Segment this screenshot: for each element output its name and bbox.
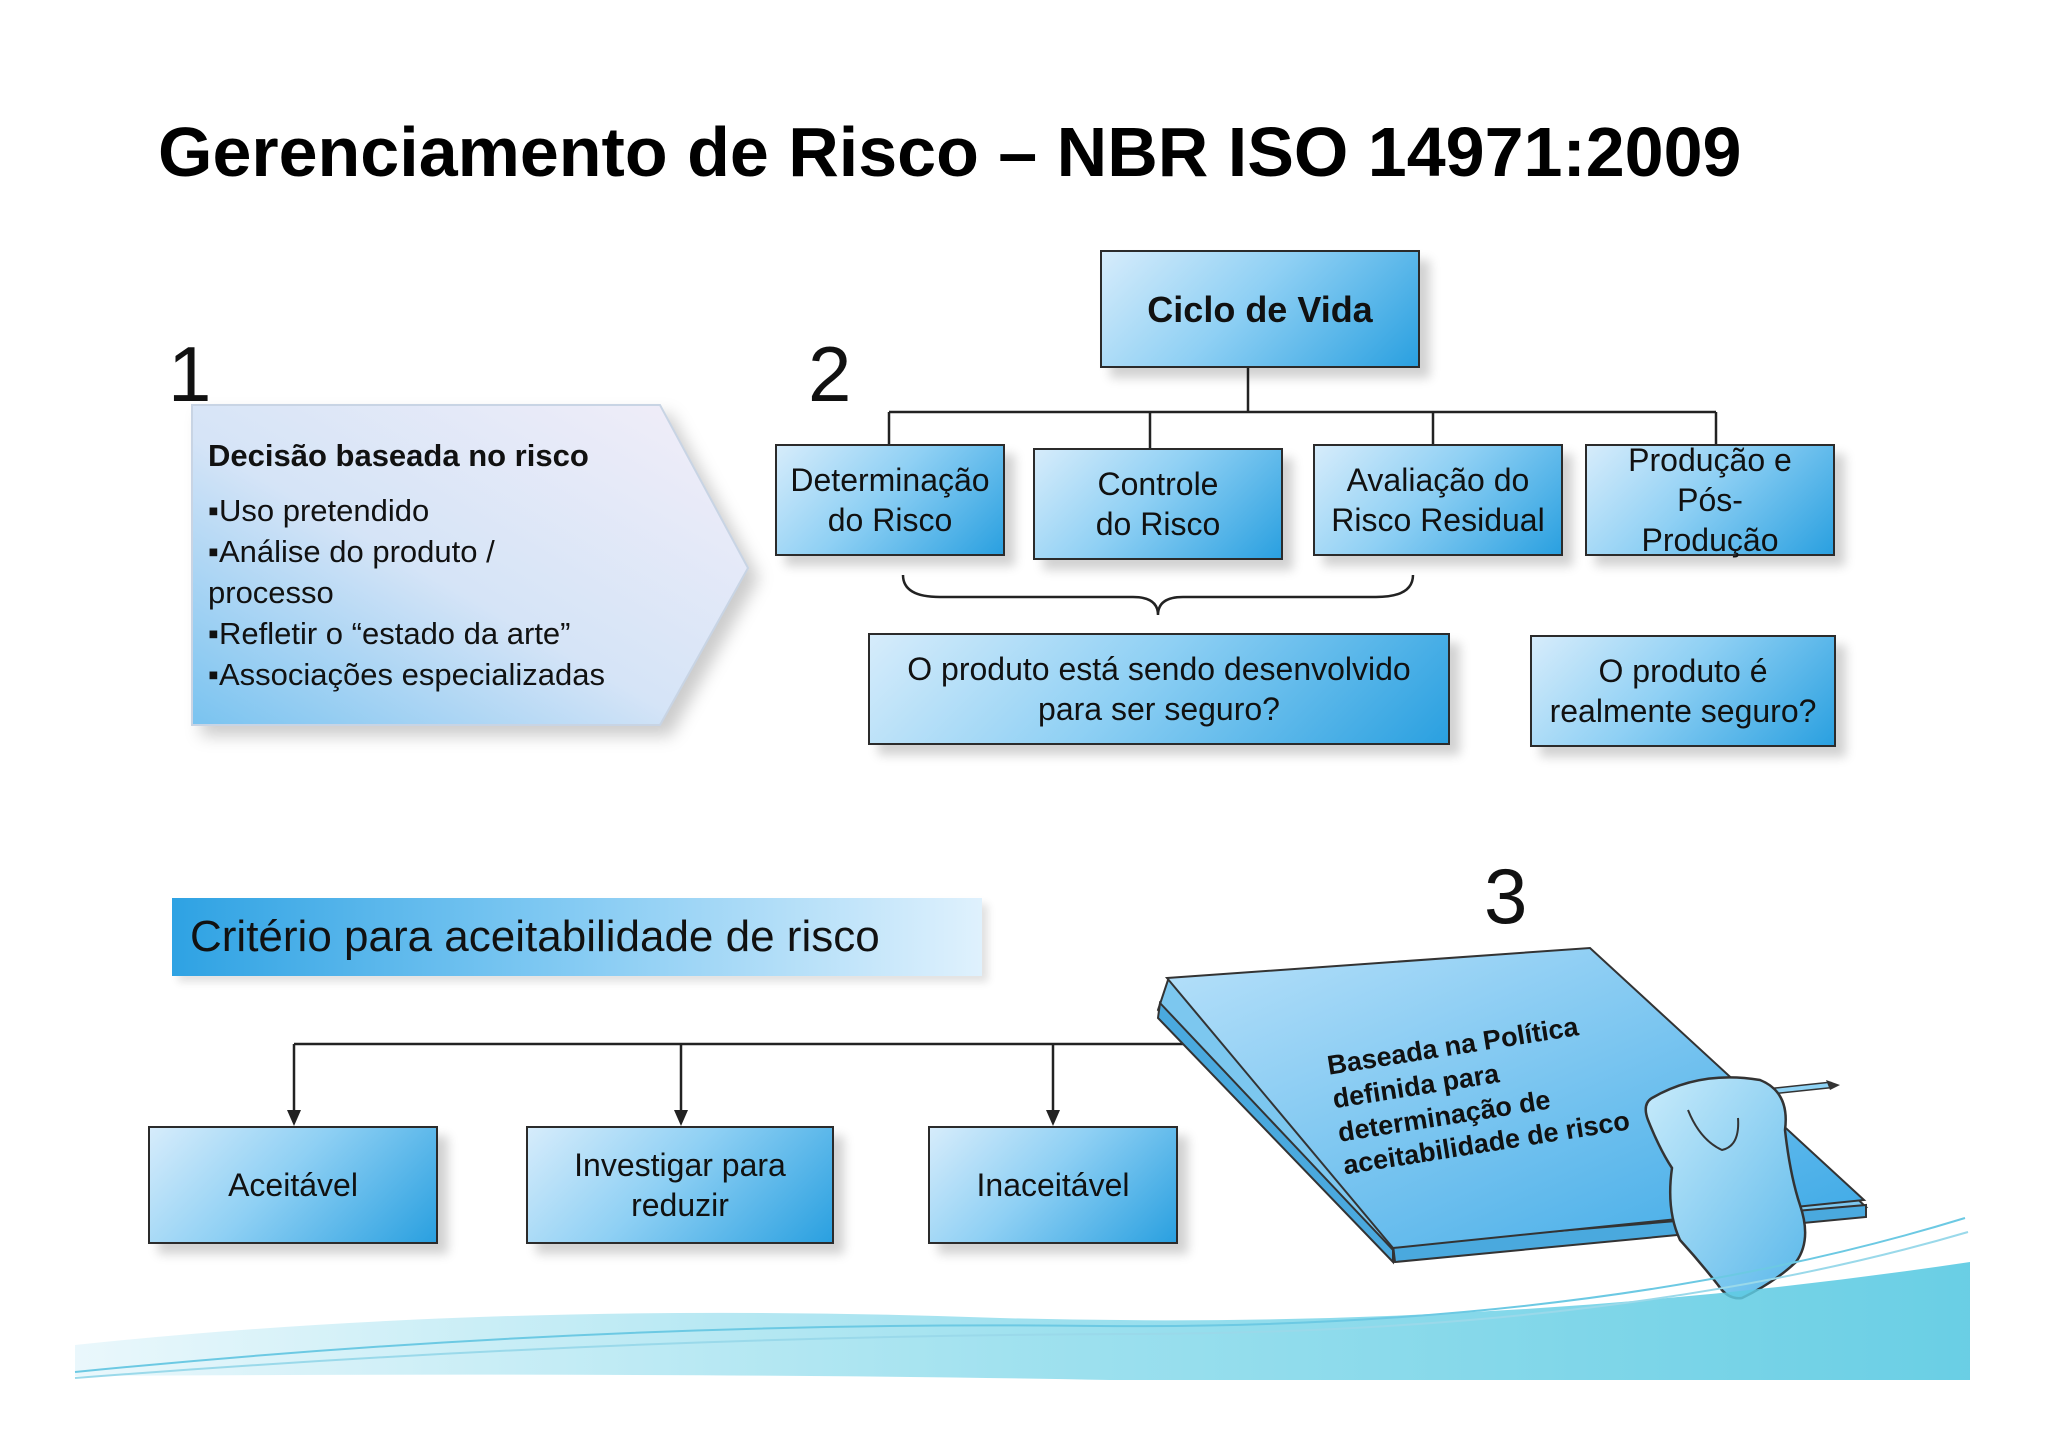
outcome-label: Investigar para reduzir bbox=[574, 1147, 786, 1223]
grouping-brace bbox=[901, 574, 1415, 616]
decorative-wave bbox=[74, 1217, 1970, 1380]
decision-arrow-shape bbox=[191, 404, 750, 726]
criteria-label: Critério para aceitabilidade de risco bbox=[190, 912, 880, 961]
phase-box-production: Produção e Pós- Produção bbox=[1585, 442, 1835, 558]
page-title: Gerenciamento de Risco – NBR ISO 14971:2… bbox=[158, 113, 1742, 191]
outcome-box-unacceptable: Inaceitável bbox=[928, 1126, 1178, 1244]
step-number-2: 2 bbox=[808, 330, 852, 418]
phase-label: Determinação do Risco bbox=[790, 462, 990, 538]
criteria-banner: Critério para aceitabilidade de risco bbox=[172, 898, 982, 976]
decision-item: ▪Refletir o “estado da arte” bbox=[208, 615, 571, 651]
question-label: O produto é realmente seguro? bbox=[1549, 653, 1817, 729]
question-box-development: O produto está sendo desenvolvido para s… bbox=[868, 633, 1450, 745]
decision-item: ▪Análise do produto / bbox=[208, 533, 495, 569]
phase-box-risk-determination: Determinação do Risco bbox=[775, 444, 1005, 556]
phase-label: Avaliação do Risco Residual bbox=[1331, 462, 1545, 538]
decision-panel: Decisão baseada no risco ▪Uso pretendido… bbox=[208, 436, 605, 695]
decision-heading: Decisão baseada no risco bbox=[208, 438, 589, 473]
question-box-safety: O produto é realmente seguro? bbox=[1530, 635, 1836, 747]
life-cycle-root-box: Ciclo de Vida bbox=[1100, 250, 1420, 368]
criteria-connectors bbox=[292, 1042, 1225, 1112]
phase-label: Produção e Pós- Produção bbox=[1628, 442, 1792, 558]
step-number-1: 1 bbox=[168, 330, 212, 418]
decision-item: ▪Associações especializadas bbox=[208, 656, 605, 692]
criteria-arrowheads bbox=[287, 1110, 1060, 1126]
outcome-label: Aceitável bbox=[228, 1167, 358, 1203]
outcome-label: Inaceitável bbox=[976, 1167, 1130, 1203]
decision-item: processo bbox=[208, 574, 334, 610]
decision-item: ▪Uso pretendido bbox=[208, 492, 430, 528]
phase-box-residual-risk: Avaliação do Risco Residual bbox=[1313, 444, 1563, 556]
question-label: O produto está sendo desenvolvido para s… bbox=[907, 651, 1411, 727]
life-cycle-root-label: Ciclo de Vida bbox=[1147, 288, 1373, 330]
step-number-3: 3 bbox=[1484, 852, 1528, 940]
outcome-box-investigate: Investigar para reduzir bbox=[526, 1126, 834, 1244]
phase-label: Controle do Risco bbox=[1095, 466, 1221, 542]
phase-box-risk-control: Controle do Risco bbox=[1033, 448, 1283, 560]
outcome-box-acceptable: Aceitável bbox=[148, 1126, 438, 1244]
life-cycle-connectors bbox=[887, 368, 1718, 448]
